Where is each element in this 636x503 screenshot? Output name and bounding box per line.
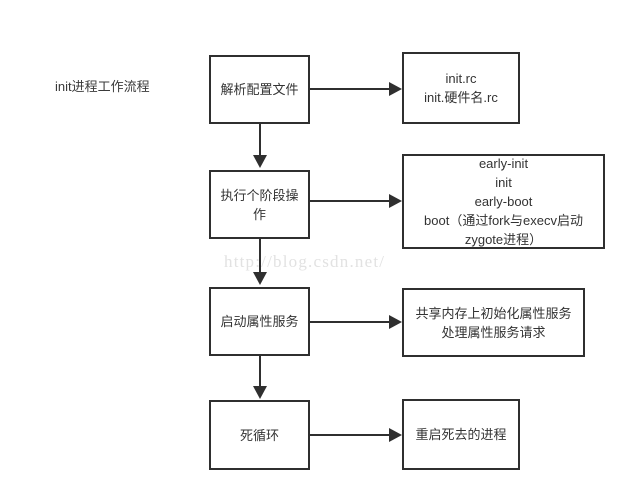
- node-stage-3-step[interactable]: 启动属性服务: [209, 287, 310, 356]
- node-stage-3-detail[interactable]: 共享内存上初始化属性服务 处理属性服务请求: [402, 288, 585, 357]
- node-stage-1-detail[interactable]: init.rc init.硬件名.rc: [402, 52, 520, 124]
- connector-stage-1-to-stage-2: [259, 124, 261, 157]
- node-stage-2-detail-label: early-init init early-boot boot（通过fork与e…: [424, 156, 583, 247]
- arrowhead-down-stage-2-to-3: [253, 272, 267, 285]
- connector-stage-3-step-to-detail: [310, 321, 390, 323]
- diagram-title: init进程工作流程: [55, 79, 150, 94]
- node-stage-4-step-label: 死循环: [239, 427, 279, 443]
- node-stage-2-step-label: 执行个阶段操作: [220, 187, 299, 222]
- connector-stage-3-to-stage-4: [259, 356, 261, 389]
- watermark-text: http://blog.csdn.net/: [224, 252, 386, 271]
- connector-stage-2-step-to-detail: [310, 200, 390, 202]
- node-stage-4-detail[interactable]: 重启死去的进程: [402, 399, 520, 470]
- connector-stage-2-to-stage-3: [259, 239, 261, 275]
- node-stage-3-detail-label: 共享内存上初始化属性服务 处理属性服务请求: [415, 305, 572, 340]
- arrowhead-right-stage-4: [389, 428, 402, 442]
- arrowhead-down-stage-3-to-4: [253, 386, 267, 399]
- node-stage-4-detail-label: 重启死去的进程: [415, 427, 507, 442]
- node-stage-1-step[interactable]: 解析配置文件: [209, 55, 310, 124]
- node-stage-2-detail[interactable]: early-init init early-boot boot（通过fork与e…: [402, 154, 605, 249]
- arrowhead-right-stage-3: [389, 315, 402, 329]
- node-stage-1-step-label: 解析配置文件: [220, 82, 299, 97]
- node-stage-2-step[interactable]: 执行个阶段操作: [209, 170, 310, 239]
- arrowhead-right-stage-2: [389, 194, 402, 208]
- arrowhead-right-stage-1: [389, 82, 402, 96]
- node-stage-4-step[interactable]: 死循环: [209, 400, 310, 470]
- connector-stage-4-step-to-detail: [310, 434, 390, 436]
- node-stage-1-detail-label: init.rc init.硬件名.rc: [424, 71, 498, 105]
- connector-stage-1-step-to-detail: [310, 88, 390, 90]
- node-stage-3-step-label: 启动属性服务: [220, 314, 299, 329]
- arrowhead-down-stage-1-to-2: [253, 155, 267, 168]
